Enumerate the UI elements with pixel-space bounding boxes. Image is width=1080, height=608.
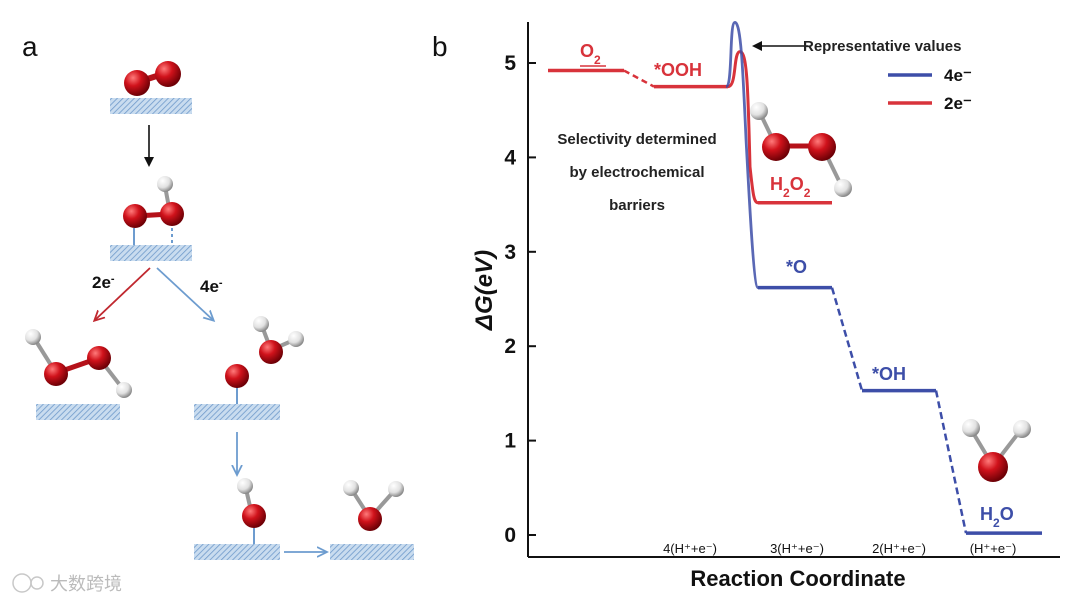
oxygen-atom <box>242 504 266 528</box>
x-tick-label: (H⁺+e⁻) <box>970 541 1017 556</box>
surface-slab <box>330 544 414 560</box>
watermark-text: 大数跨境 <box>50 574 122 595</box>
connector-4e <box>934 390 968 534</box>
x-axis-label: Reaction Coordinate <box>690 566 905 591</box>
oxygen-atom <box>225 364 249 388</box>
selectivity-line-2: by electrochemical <box>569 164 704 181</box>
representative-label: Representative values <box>803 38 961 55</box>
y-tick-label: 2 <box>504 335 516 358</box>
energy-diagram: 0 1 2 3 4 5 4(H⁺+e⁻) 3(H⁺+e⁻) 2(H⁺+e⁻) (H⁺+e⁻) Δ… <box>471 21 1060 591</box>
level-label-o: *O <box>786 257 807 277</box>
connector-4e <box>830 287 864 391</box>
panel-b-label: b <box>432 31 448 62</box>
h2o-molecule-icon <box>962 419 1031 482</box>
surface-slab <box>36 404 120 420</box>
level-label-h2o: H2O <box>980 504 1014 530</box>
hydrogen-atom <box>157 176 173 192</box>
x-tick-label: 3(H⁺+e⁻) <box>770 541 824 556</box>
y-tick-label: 1 <box>504 430 516 453</box>
surface-slab <box>110 245 192 261</box>
hydrogen-atom <box>288 331 304 347</box>
oxygen-atom <box>155 61 181 87</box>
label-4e: 4e- <box>200 277 223 296</box>
arrow-2e <box>95 267 151 320</box>
hydrogen-atom <box>25 329 41 345</box>
h2o2-molecule-icon <box>750 102 852 197</box>
level-label-o2: O2 <box>580 41 601 67</box>
oxygen-atom <box>87 346 111 370</box>
x-tick-label: 4(H⁺+e⁻) <box>663 541 717 556</box>
level-label-ooh: *OOH <box>654 60 702 80</box>
x-tick-label: 2(H⁺+e⁻) <box>872 541 926 556</box>
barrier-4e <box>724 21 760 290</box>
panel-a-label: a <box>22 31 38 62</box>
oxygen-atom <box>124 70 150 96</box>
oxygen-atom <box>358 507 382 531</box>
hydrogen-atom <box>237 478 253 494</box>
barrier-2e <box>727 50 759 205</box>
surface-slab <box>110 98 192 114</box>
legend: 4e⁻ 2e⁻ <box>870 60 1060 126</box>
y-tick-label: 3 <box>504 241 516 264</box>
oxygen-atom <box>160 202 184 226</box>
watermark-logo-icon <box>12 573 32 593</box>
selectivity-line-3: barriers <box>609 197 665 214</box>
legend-label-4e: 4e⁻ <box>944 66 972 85</box>
y-tick-label: 0 <box>504 524 516 547</box>
y-axis-label: ΔG(eV) <box>471 250 498 331</box>
oxygen-atom <box>259 340 283 364</box>
surface-slab <box>194 404 280 420</box>
selectivity-line-1: Selectivity determined <box>557 131 716 148</box>
hydrogen-atom <box>388 481 404 497</box>
level-label-oh: *OH <box>872 364 906 384</box>
connector-2e <box>623 69 655 88</box>
hydrogen-atom <box>253 316 269 332</box>
watermark: 大数跨境 <box>12 573 122 595</box>
y-tick-label: 4 <box>504 146 516 169</box>
x-ticks: 4(H⁺+e⁻) 3(H⁺+e⁻) 2(H⁺+e⁻) (H⁺+e⁻) <box>663 541 1016 556</box>
series-paths <box>548 21 1042 535</box>
oxygen-atom <box>123 204 147 228</box>
arrow-4e <box>156 267 213 320</box>
surface-slab <box>194 544 280 560</box>
hydrogen-atom <box>116 382 132 398</box>
watermark-logo-icon <box>30 576 44 590</box>
y-tick-label: 5 <box>504 52 516 75</box>
level-label-h2o2: H2O2 <box>770 174 811 200</box>
oxygen-atom <box>44 362 68 386</box>
scheme-a: 2e- 4e- <box>25 61 414 560</box>
y-ticks: 0 1 2 3 4 5 <box>504 52 536 547</box>
legend-box <box>870 60 1060 126</box>
hydrogen-atom <box>343 480 359 496</box>
legend-label-2e: 2e⁻ <box>944 94 972 113</box>
label-2e: 2e- <box>92 273 115 292</box>
